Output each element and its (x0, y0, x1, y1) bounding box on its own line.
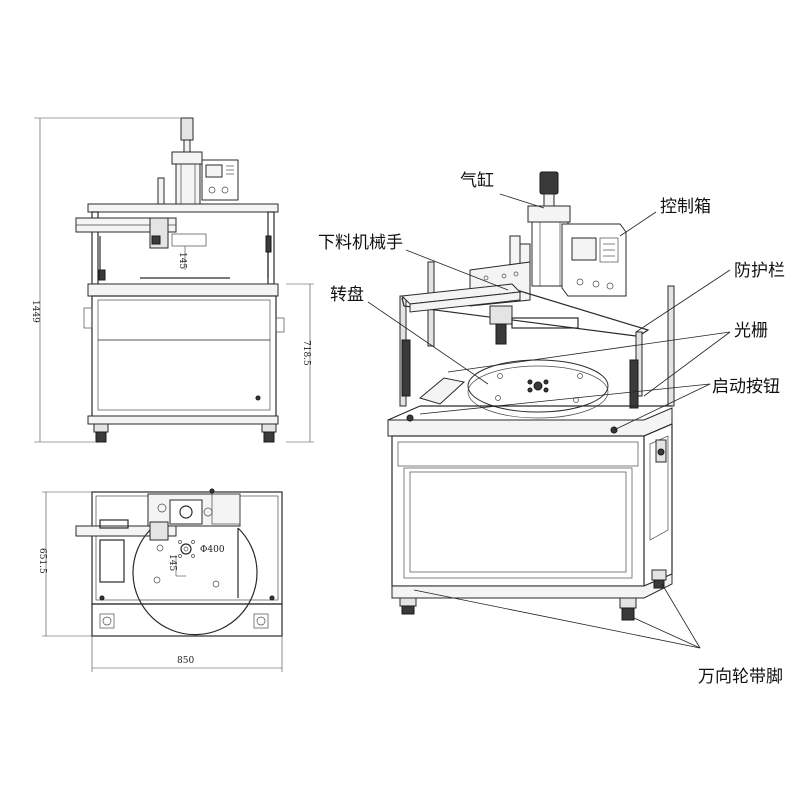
label-start-button: 启动按钮 (712, 377, 780, 397)
label-turntable: 转盘 (330, 285, 364, 305)
dim-top-width: 850 (177, 656, 194, 666)
dim-inner-height: 145 (177, 252, 187, 269)
callout-lines (367, 193, 731, 649)
label-caster-wheels: 万向轮带脚 (698, 667, 783, 687)
label-unloading-manipulator: 下料机械手 (318, 233, 403, 253)
dim-overall-height: 1449 (30, 300, 40, 323)
dim-turntable-diameter: Φ400 (200, 545, 225, 555)
isometric-view (387, 171, 675, 621)
label-air-cylinder: 气缸 (460, 170, 494, 191)
label-control-box: 控制箱 (660, 197, 711, 217)
front-view: 1449 145 (30, 117, 314, 443)
dim-top-depth: 651.5 (37, 548, 47, 574)
dim-inner-height-top: 145 (167, 554, 177, 571)
top-view: 145 Φ400 651.5 850 (37, 488, 283, 672)
label-protective-rail: 防护栏 (734, 261, 785, 281)
label-light-curtain: 光栅 (734, 321, 768, 341)
turntable-hub (527, 379, 549, 393)
dim-cabinet-height: 718.5 (301, 340, 311, 366)
